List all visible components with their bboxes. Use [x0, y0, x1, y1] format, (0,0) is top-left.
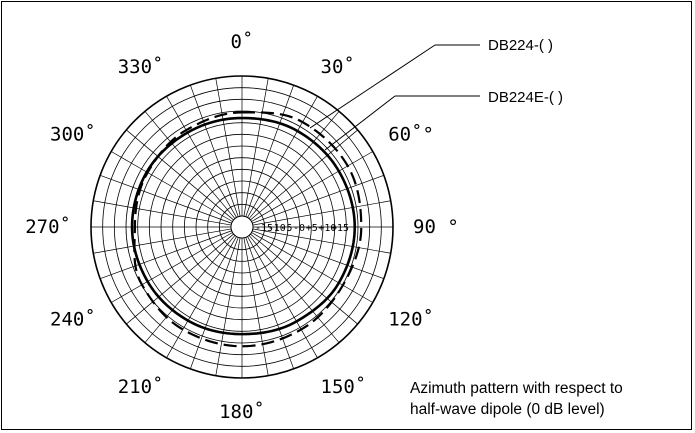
legend-label-db224e: DB224E-( ) [488, 89, 563, 106]
caption-line-1: Azimuth pattern with respect to [410, 380, 623, 397]
angle-label-180: 180˚ [219, 401, 265, 423]
grid-spoke [144, 111, 236, 219]
grid-spoke [243, 237, 269, 376]
radial-tick-labels: -15-10-5-0+5+10+15 [255, 223, 349, 234]
grid-spoke [99, 175, 232, 224]
caption-line-2: half-wave dipole (0 dB level) [410, 401, 605, 418]
grid-spoke [190, 237, 239, 370]
grid-spoke [245, 237, 294, 370]
radial-tick-label: -10 [268, 223, 286, 234]
grid-spoke [126, 129, 234, 221]
legend-leader-db224e [324, 95, 396, 151]
grid-spoke [248, 111, 340, 219]
legend-leader-db224 [309, 44, 436, 129]
angle-label-0: 0˚ [231, 31, 254, 53]
grid-spoke [251, 151, 373, 222]
grid-spoke [99, 230, 232, 279]
radial-tick-label: +15 [331, 223, 349, 234]
legend-label-db224: DB224-( ) [488, 37, 553, 54]
chart-caption: Azimuth pattern with respect to half-wav… [410, 378, 690, 420]
angle-label-210: 210˚ [118, 376, 164, 398]
grid-spoke [111, 151, 233, 222]
radial-tick-label: +10 [318, 223, 336, 234]
radial-tick-label: +5 [306, 223, 318, 234]
angle-label-330: 330˚ [118, 56, 164, 78]
grid-spoke [215, 78, 241, 217]
grid-spoke [248, 235, 340, 343]
grid-spoke [166, 236, 237, 358]
grid-spoke [250, 233, 358, 325]
angle-label-300: 300˚ [50, 124, 96, 146]
pattern-curve-db224e [130, 116, 357, 336]
grid-spoke [93, 200, 232, 226]
grid-spoke [111, 232, 233, 303]
radial-tick-label: -15 [255, 223, 273, 234]
angle-label-270: 270˚ [25, 216, 71, 238]
grid-spoke [166, 96, 237, 218]
grid-spoke [252, 228, 391, 254]
grid-spoke [252, 175, 385, 224]
grid-spoke [144, 235, 236, 343]
angle-label-30: 30˚ [321, 56, 355, 78]
grid-spoke [251, 232, 373, 303]
grid-spoke [247, 96, 318, 218]
grid-spoke [190, 84, 239, 217]
angle-label-240: 240˚ [50, 309, 96, 331]
grid-spoke [247, 236, 318, 358]
grid-spoke [126, 233, 234, 325]
grid-spoke [243, 78, 269, 217]
radial-tick-label: -5 [280, 223, 292, 234]
legend: DB224-( ) DB224E-( ) [309, 37, 563, 151]
angle-labels: 0˚ 30˚ 60˚° 90 ° 120˚ 150˚ 180˚ 210˚ 240˚ 270˚ 300… [25, 31, 459, 423]
grid-spoke [250, 129, 358, 221]
angle-label-150: 150˚ [321, 376, 367, 398]
grid-spoke [93, 228, 232, 254]
polar-grid [90, 75, 394, 379]
center-circle [230, 215, 254, 239]
grid-spoke [215, 237, 241, 376]
grid-spoke [245, 84, 294, 217]
angle-label-120: 120˚ [388, 309, 434, 331]
radial-tick-label: -0 [293, 223, 305, 234]
angle-label-90: 90 ° [413, 216, 459, 238]
pattern-curves [130, 111, 363, 348]
grid-spoke [252, 200, 391, 226]
angle-label-60: 60˚° [388, 124, 434, 146]
grid-spoke [252, 230, 385, 279]
